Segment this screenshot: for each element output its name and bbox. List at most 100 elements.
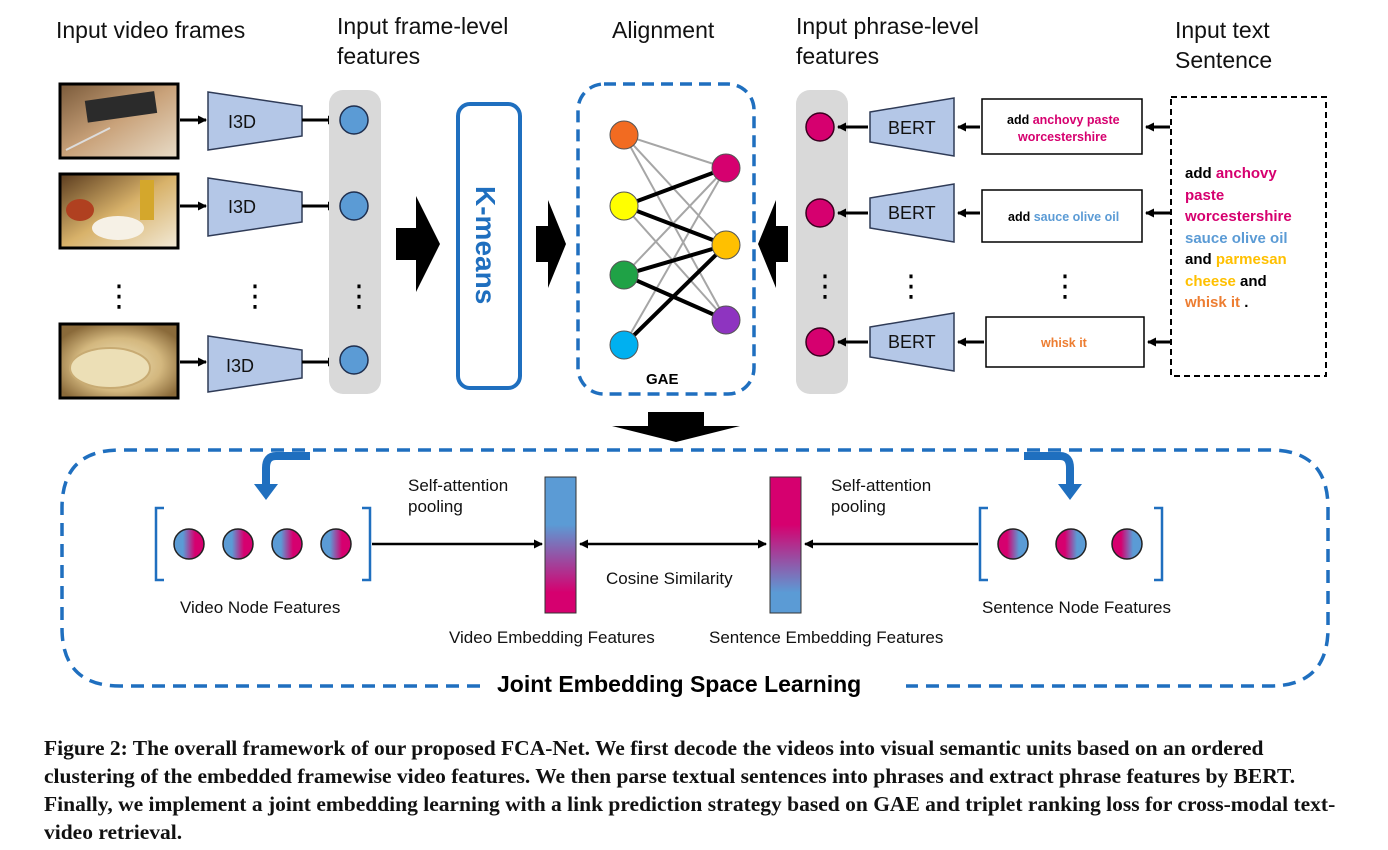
phrase-box-3	[985, 316, 1145, 368]
blue-arrow-right	[1024, 452, 1074, 486]
phrase-1-line2: worcestershire	[1017, 130, 1107, 144]
bert-encoder-2: BERT	[869, 183, 955, 243]
video-frames-ellipsis: ⋮	[104, 279, 134, 314]
video-frame-2	[58, 172, 180, 250]
big-arrow-to-gae	[536, 200, 566, 288]
header-phrase-features-line1: Input phrase-level	[796, 13, 979, 39]
self-attention-label-right: Self-attention	[831, 476, 931, 495]
video-nodes-left-bracket	[154, 506, 164, 582]
self-attention-label-left: Self-attention	[408, 476, 508, 495]
bert-label-1: BERT	[888, 118, 936, 138]
bert-label-2: BERT	[888, 203, 936, 223]
joint-embedding-box	[60, 448, 1330, 688]
cosine-similarity-label: Cosine Similarity	[606, 569, 733, 588]
sentence-nodes-left-bracket	[978, 506, 988, 582]
phrase-box-2	[981, 189, 1143, 243]
video-frame-3	[58, 322, 180, 400]
gae-video-node-green	[609, 260, 639, 290]
big-arrow-from-phrases	[758, 200, 788, 288]
bert-label-3: BERT	[888, 332, 936, 352]
video-node-3	[271, 528, 303, 560]
sentence-node-3	[1111, 528, 1143, 560]
gae-edges-thin	[623, 134, 727, 346]
svg-text:paste: paste	[1185, 187, 1224, 204]
frame-feature-node-3	[339, 345, 369, 375]
framework-diagram: Input video frames Input frame-level fea…	[56, 13, 1330, 697]
bert-encoder-1: BERT	[869, 97, 955, 157]
big-arrow-to-kmeans	[396, 196, 440, 292]
video-nodes-right-bracket	[362, 506, 372, 582]
video-node-features-label: Video Node Features	[180, 598, 340, 617]
svg-text:and parmesan: and parmesan	[1185, 251, 1287, 268]
i3d-label-3: I3D	[226, 356, 254, 376]
phrase-3: whisk it	[1040, 336, 1088, 350]
figure-caption: Figure 2: The overall framework of our p…	[44, 736, 1336, 844]
gae-video-node-cyan	[609, 330, 639, 360]
phrase-box-1	[981, 98, 1143, 155]
header-frame-features-line2: features	[337, 43, 420, 69]
video-embedding-bar	[544, 476, 577, 614]
sentence-embedding-features-label: Sentence Embedding Features	[709, 628, 943, 647]
i3d-encoder-3: I3D	[207, 335, 303, 393]
bert-encoder-3: BERT	[869, 312, 955, 372]
sentence-text: add anchovy paste worcestershire sauce o…	[1184, 165, 1292, 311]
frame-features-ellipsis: ⋮	[344, 279, 374, 314]
gae-video-node-yellow	[609, 191, 639, 221]
svg-text:worcestershire: worcestershire	[1184, 208, 1292, 225]
svg-text:whisk it .: whisk it .	[1184, 294, 1248, 311]
gae-text-node-magenta	[711, 153, 741, 183]
bert-ellipsis: ⋮	[896, 269, 926, 304]
svg-text:add anchovy: add anchovy	[1185, 165, 1277, 182]
phrase-feature-node-2	[805, 198, 835, 228]
down-arrow-to-joint	[612, 412, 740, 442]
pooling-label-left: pooling	[408, 497, 463, 516]
phrase-feature-panel	[796, 90, 848, 394]
svg-text:sauce olive oil: sauce olive oil	[1185, 230, 1288, 247]
phrase-1-line1: add anchovy paste	[1007, 113, 1120, 127]
frame-feature-node-1	[339, 105, 369, 135]
video-node-2	[222, 528, 254, 560]
i3d-encoder-1: I3D	[207, 91, 303, 151]
gae-edges-thick	[622, 166, 728, 347]
gae-text-node-purple	[711, 305, 741, 335]
video-node-1	[173, 528, 205, 560]
header-frame-features-line1: Input frame-level	[337, 13, 508, 39]
sentence-node-1	[997, 528, 1029, 560]
video-frame-1	[58, 82, 180, 160]
gae-video-node-orange	[609, 120, 639, 150]
phrase-feature-node-1	[805, 112, 835, 142]
pooling-label-right: pooling	[831, 497, 886, 516]
frame-feature-panel	[329, 90, 381, 394]
video-embedding-features-label: Video Embedding Features	[449, 628, 655, 647]
video-node-4	[320, 528, 352, 560]
kmeans-label: K-means	[470, 186, 501, 304]
i3d-label-2: I3D	[228, 197, 256, 217]
sentence-embedding-bar	[769, 476, 802, 614]
blue-arrow-right-head	[1058, 484, 1082, 500]
phrase-2: add sauce olive oil	[1008, 210, 1119, 224]
kmeans-box	[456, 102, 522, 390]
svg-text:cheese and: cheese and	[1185, 273, 1267, 290]
frame-feature-node-2	[339, 191, 369, 221]
blue-arrow-left-head	[254, 484, 278, 500]
gae-label: GAE	[646, 371, 679, 388]
header-phrase-features-line2: features	[796, 43, 879, 69]
sentence-nodes-right-bracket	[1154, 506, 1164, 582]
i3d-ellipsis: ⋮	[240, 279, 270, 314]
sentence-box	[1170, 96, 1327, 377]
i3d-encoder-2: I3D	[207, 177, 303, 237]
joint-embedding-title: Joint Embedding Space Learning	[497, 671, 861, 697]
blue-arrow-left	[262, 452, 310, 486]
gae-text-node-amber	[711, 230, 741, 260]
i3d-label-1: I3D	[228, 112, 256, 132]
phrase-features-ellipsis: ⋮	[810, 269, 840, 304]
sentence-node-2	[1055, 528, 1087, 560]
gae-box	[576, 82, 756, 396]
header-alignment: Alignment	[612, 17, 715, 43]
header-text-line1: Input text	[1175, 17, 1270, 43]
header-text-line2: Sentence	[1175, 47, 1272, 73]
phrase-feature-node-3	[805, 327, 835, 357]
phrase-boxes-ellipsis: ⋮	[1050, 269, 1080, 304]
header-video-frames: Input video frames	[56, 17, 245, 43]
sentence-node-features-label: Sentence Node Features	[982, 598, 1171, 617]
